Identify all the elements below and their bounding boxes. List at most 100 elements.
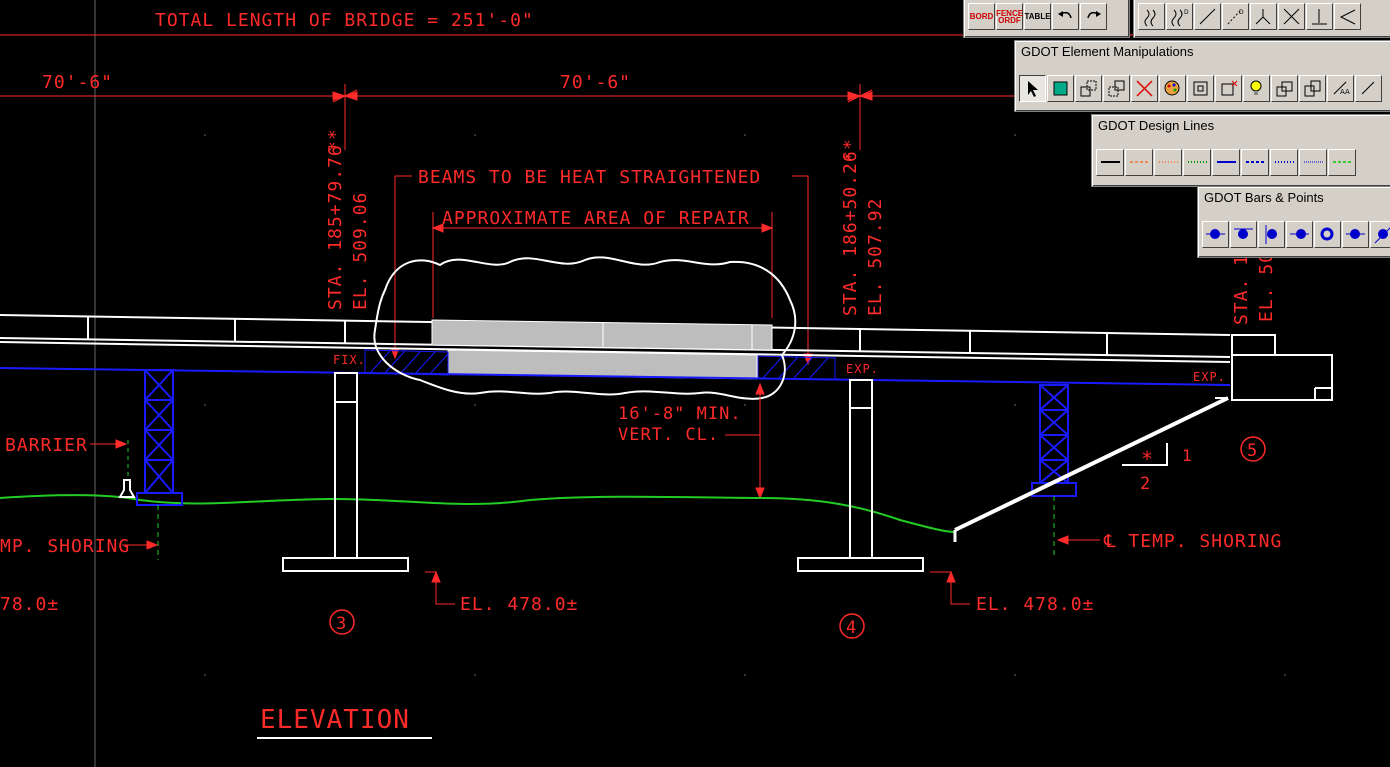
- elevation-bent4: EL. 478.0±: [976, 594, 1094, 615]
- blue-dotted-line-icon: [1274, 161, 1294, 163]
- delete-element-button[interactable]: [1131, 75, 1158, 102]
- select-button[interactable]: [1019, 75, 1046, 102]
- undo-button[interactable]: [1052, 3, 1079, 30]
- parallel-copy-icon: [1276, 81, 1293, 97]
- bent-4-number: 4: [846, 618, 857, 638]
- station-far-el: EL. 50: [1256, 251, 1277, 322]
- toolbar-design-lines: GDOT Design Lines: [1091, 114, 1390, 187]
- line-orange-dotted-button[interactable]: [1154, 149, 1182, 176]
- toolbar-bars-points: GDOT Bars & Points: [1197, 186, 1390, 258]
- bord-button[interactable]: BORD: [968, 3, 995, 30]
- fork-icon: [1255, 9, 1271, 25]
- ground-line: [0, 494, 956, 533]
- slope-horizontal: 2: [1140, 474, 1151, 494]
- scale-icon: [1193, 81, 1208, 96]
- blue-ring-icon: [1320, 227, 1334, 241]
- bent-markers: [329, 436, 1266, 639]
- point-dot-right-button[interactable]: [1342, 221, 1369, 248]
- array-button[interactable]: [1299, 75, 1326, 102]
- line-orange-dashed-button[interactable]: [1125, 149, 1153, 176]
- elevation-bent3: EL. 478.0±: [460, 594, 578, 615]
- scale-button[interactable]: [1187, 75, 1214, 102]
- station-right-asterisk: **: [840, 138, 861, 162]
- station-far: STA. 18 EL. 50: [1231, 242, 1277, 325]
- copy-icon: [1080, 80, 1097, 97]
- total-length-label: TOTAL LENGTH OF BRIDGE = 251'-0": [155, 10, 534, 31]
- color-palette-button[interactable]: [1159, 75, 1186, 102]
- cross-icon: [1283, 8, 1300, 25]
- station-far-sta: STA. 18: [1231, 242, 1252, 325]
- text-edit-button[interactable]: AA: [1327, 75, 1354, 102]
- line-blue-solid-button[interactable]: [1212, 149, 1240, 176]
- arrow-cursor-icon: [1028, 81, 1038, 97]
- blue-dashed-line-icon: [1245, 161, 1265, 163]
- point-dot-left-button[interactable]: [1258, 221, 1285, 248]
- fix-label: FIX.: [333, 353, 366, 367]
- palette-icon: [1164, 80, 1180, 96]
- abutment-5: [953, 334, 1333, 542]
- point-dot-top-button[interactable]: [1230, 221, 1257, 248]
- barrier-label: BARRIER: [5, 435, 88, 456]
- clearance-dimension: [725, 382, 765, 500]
- red-x-icon: [1136, 80, 1153, 97]
- fill-shape-button[interactable]: [1047, 75, 1074, 102]
- blue-dot-right-icon: [1346, 229, 1365, 239]
- angle-button[interactable]: [1334, 3, 1361, 30]
- line-blue-dotted-button[interactable]: [1270, 149, 1298, 176]
- fork-button[interactable]: [1250, 3, 1277, 30]
- line-button[interactable]: [1194, 3, 1221, 30]
- point-dot-diag-button[interactable]: [1370, 221, 1390, 248]
- point-ring-button[interactable]: [1314, 221, 1341, 248]
- station-left-asterisk: **: [325, 128, 346, 152]
- barrier-shape: [118, 479, 136, 498]
- teal-shape-icon: [1053, 81, 1068, 96]
- angle-icon: [1339, 9, 1356, 25]
- ordf-label: ORDF: [998, 15, 1021, 25]
- baseline-button[interactable]: [1306, 3, 1333, 30]
- table-button[interactable]: TABLE: [1024, 3, 1051, 30]
- more-tools-button[interactable]: [1355, 75, 1382, 102]
- station-left-el: EL. 509.06: [350, 192, 371, 310]
- delete-part-icon: [1221, 80, 1238, 96]
- svg-text:D: D: [1184, 9, 1189, 16]
- bent-3: [282, 372, 409, 572]
- line-icon: [1199, 8, 1216, 25]
- bent-4: [797, 379, 924, 572]
- blue-dot-line-icon: [1290, 229, 1309, 239]
- slope-indicator: [1122, 443, 1168, 466]
- point-dot-button[interactable]: [1202, 221, 1229, 248]
- black-solid-line-icon: [1100, 161, 1120, 163]
- station-left-sta: STA. 185+79.76: [325, 144, 346, 310]
- station-left: STA. 185+79.76 ** EL. 509.06: [325, 128, 371, 310]
- copy-parallel-button[interactable]: [1271, 75, 1298, 102]
- green-dashed-line-icon: [1332, 161, 1352, 163]
- bars-points-title: GDOT Bars & Points: [1204, 190, 1324, 205]
- toolbar-element-manipulations: GDOT Element Manipulations AA: [1014, 40, 1390, 112]
- blue-dot-icon: [1206, 229, 1225, 239]
- redo-button[interactable]: [1080, 3, 1107, 30]
- line-green-dashed-button[interactable]: [1328, 149, 1356, 176]
- line-black-solid-button[interactable]: [1096, 149, 1124, 176]
- cross-button[interactable]: [1278, 3, 1305, 30]
- bulb-button[interactable]: [1243, 75, 1270, 102]
- delete-part-button[interactable]: [1215, 75, 1242, 102]
- annotation-leaders: [90, 439, 1100, 605]
- point-dot-line-button[interactable]: [1286, 221, 1313, 248]
- blue-dot-top-icon: [1234, 228, 1253, 239]
- wave-break-d-button[interactable]: D: [1166, 3, 1193, 30]
- line-blue-dashed-button[interactable]: [1241, 149, 1269, 176]
- line-blue-fine-dotted-button[interactable]: [1299, 149, 1327, 176]
- wave-break-button[interactable]: [1138, 3, 1165, 30]
- elevation-left-partial: 78.0±: [0, 594, 59, 615]
- more-arrow-icon: [1361, 81, 1375, 95]
- toolbar-top-right: D D: [1133, 0, 1390, 38]
- orange-dotted-line-icon: [1158, 161, 1178, 163]
- move-element-button[interactable]: [1103, 75, 1130, 102]
- line-d-button[interactable]: D: [1222, 3, 1249, 30]
- copy-element-button[interactable]: [1075, 75, 1102, 102]
- line-green-dotted-button[interactable]: [1183, 149, 1211, 176]
- array-icon: [1304, 80, 1321, 97]
